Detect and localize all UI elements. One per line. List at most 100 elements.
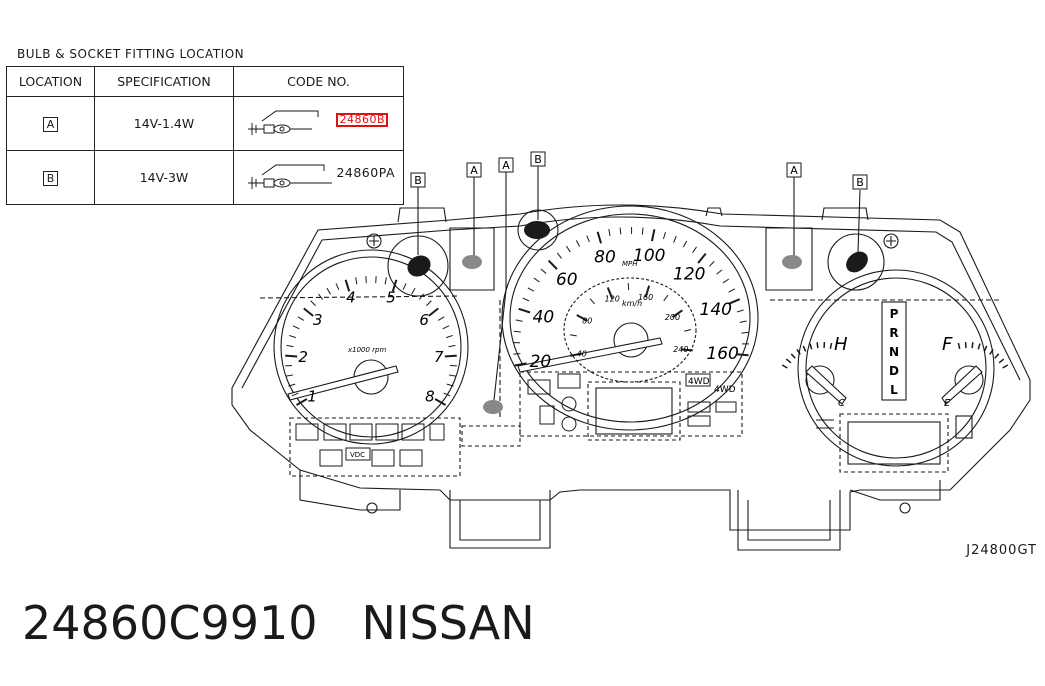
socket-a-center [483, 400, 503, 414]
callout-letter: A [470, 164, 478, 177]
scale-tick [722, 278, 730, 284]
scale-tick [1002, 364, 1009, 369]
callout-box: A [466, 162, 482, 178]
bulb-socket-icon [248, 164, 332, 189]
scale-tick [442, 325, 450, 330]
scale-tick [513, 330, 521, 333]
scale-label: 120 [673, 265, 705, 285]
scale-tick [957, 342, 961, 350]
scale-tick [547, 259, 558, 270]
scale-tick [317, 293, 324, 300]
code-value: 24860PA [336, 165, 395, 180]
scale-tick [428, 307, 439, 317]
scale-label: 4 [346, 288, 356, 306]
scale-label: 1 [307, 387, 317, 405]
scale-tick [989, 349, 994, 355]
scale-tick [644, 285, 651, 298]
four-wd-indicator-2: 4WD [714, 385, 736, 395]
fuel-full-label: F [942, 334, 953, 355]
scale-tick [443, 392, 451, 397]
scale-tick [355, 277, 358, 285]
scale-tick [697, 253, 707, 264]
spec-value: 14V-3W [94, 150, 234, 205]
scale-tick [816, 342, 819, 349]
scale-tick [522, 297, 530, 302]
scale-label: 80 [582, 317, 592, 326]
scale-tick [716, 269, 723, 275]
scale-label: 240 [673, 345, 688, 354]
scale-tick [292, 325, 300, 330]
scale-tick [708, 261, 715, 267]
brand-name: NISSAN [361, 596, 535, 650]
scale-tick [641, 227, 644, 235]
kmh-unit-label: km/h [622, 299, 642, 308]
scale-tick [692, 246, 697, 253]
scale-label: 200 [665, 313, 680, 322]
warning-lamp-icons [295, 373, 737, 467]
scale-tick [434, 398, 446, 406]
header-specification: SPECIFICATION [94, 66, 234, 97]
scale-tick [790, 353, 796, 359]
scale-tick [663, 294, 669, 302]
scale-label: 6 [419, 311, 429, 329]
scale-tick [437, 316, 445, 321]
location-letter: A [43, 116, 58, 132]
socket-b-tach [407, 255, 431, 277]
tachometer-bezel [273, 249, 469, 445]
scale-tick [608, 229, 611, 237]
callout-box: B [410, 172, 426, 188]
callout-box: B [852, 174, 868, 190]
scale-tick [741, 331, 749, 334]
socket-b-speedo [524, 221, 550, 239]
scale-label: 120 [605, 294, 620, 303]
scale-tick [809, 343, 813, 350]
scale-tick [527, 287, 535, 292]
scale-tick [303, 307, 314, 317]
scale-label: 40 [533, 308, 555, 328]
scale-tick [569, 334, 577, 337]
scale-label: 5 [386, 288, 396, 306]
scale-tick [344, 279, 351, 292]
speedometer-bezel [501, 205, 759, 431]
table-header-row: LOCATION SPECIFICATION CODE NO. [6, 66, 404, 97]
scale-tick [606, 287, 614, 300]
socket-a-left [462, 255, 482, 269]
scale-tick [518, 307, 531, 314]
scale-tick [586, 235, 590, 243]
gear-letter: N [889, 345, 899, 359]
scale-label: 160 [706, 344, 738, 364]
scale-label: 100 [633, 246, 665, 266]
table-row: A 14V-1.4W 24860B [6, 96, 404, 151]
scale-tick [736, 309, 744, 313]
scale-tick [785, 358, 792, 364]
scale-tick [673, 235, 677, 243]
bulb-socket-icon [248, 110, 319, 135]
scale-tick [289, 334, 297, 339]
callout-letter: A [790, 164, 798, 177]
scale-tick [998, 358, 1005, 364]
socket-b-right [846, 251, 868, 273]
scale-label: 8 [425, 387, 435, 405]
header-location: LOCATION [6, 66, 95, 97]
scale-tick [418, 293, 425, 300]
bulb-socket-positions [407, 221, 868, 414]
scale-tick [448, 344, 456, 348]
scale-label: 2 [298, 348, 308, 366]
scale-tick [739, 320, 747, 323]
callout-letter: B [534, 153, 542, 166]
callout-box: B [530, 151, 546, 167]
scale-label: 60 [556, 270, 578, 290]
table-row: B 14V-3W 24860PA [6, 150, 404, 205]
scale-tick [596, 231, 602, 244]
gear-indicator-frame [881, 301, 907, 401]
scale-tick [448, 374, 456, 377]
scale-label: 140 [700, 300, 732, 320]
gear-letter: L [890, 383, 898, 397]
scale-tick [384, 277, 387, 285]
scale-tick [411, 287, 416, 295]
scale-tick [684, 328, 692, 332]
scale-label: 80 [594, 248, 616, 268]
